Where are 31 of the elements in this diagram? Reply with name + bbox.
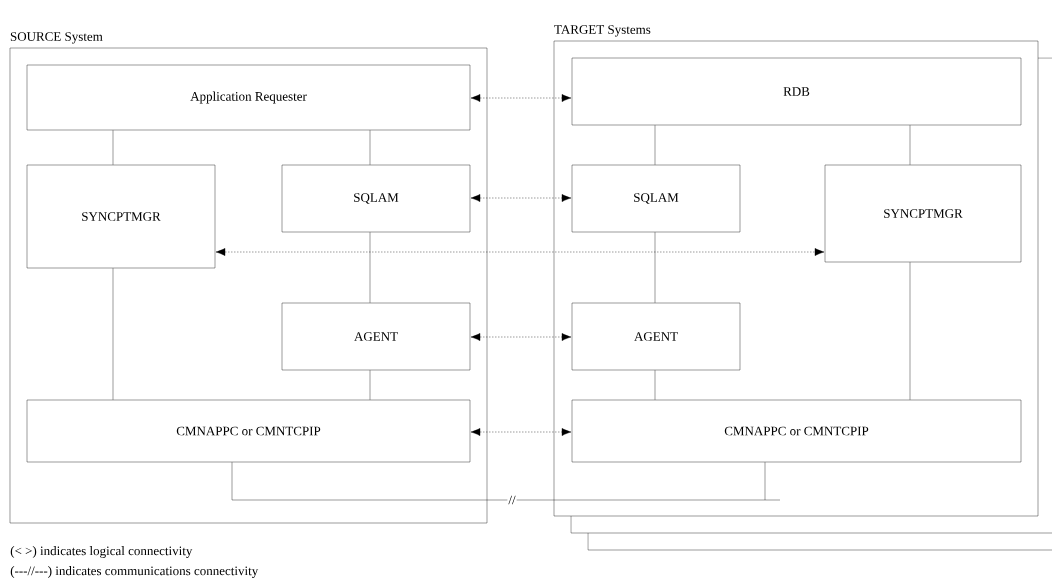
connector-line: [369, 232, 371, 303]
connector-line: [909, 262, 911, 400]
line-break-mark: //: [508, 495, 516, 505]
component-box: CMNAPPC or CMNTCPIP: [571, 399, 1022, 463]
component-box: Application Requester: [26, 64, 471, 131]
logical-connection-arrow: [470, 333, 572, 341]
connector-line: [909, 125, 911, 165]
communication-line: [231, 462, 781, 501]
connector-line: [369, 130, 371, 165]
component-box: SYNCPTMGR: [26, 164, 216, 269]
connector-line: [112, 130, 114, 165]
component-box: SYNCPTMGR: [824, 164, 1022, 263]
component-box: SQLAM: [571, 164, 741, 233]
logical-connection-arrow: [470, 194, 572, 202]
connector-line: [654, 125, 656, 165]
component-box: SQLAM: [281, 164, 471, 233]
connector-line: [112, 268, 114, 400]
logical-connection-arrow: [470, 94, 572, 102]
node-label: TARGET Systems: [554, 25, 651, 37]
logical-connection-arrow: [470, 428, 572, 436]
connector-line: [369, 370, 371, 400]
component-box: AGENT: [281, 302, 471, 371]
legend-note: (---//---) indicates communications connectivity: [10, 566, 259, 578]
connector-line: [654, 232, 656, 303]
connector-line: [654, 370, 656, 400]
component-box: RDB: [571, 57, 1022, 126]
component-box: AGENT: [571, 302, 741, 371]
node-label: SOURCE System: [10, 32, 103, 44]
component-box: CMNAPPC or CMNTCPIP: [26, 399, 471, 463]
legend-note: (< >) indicates logical connectivity: [10, 546, 193, 558]
logical-connection-arrow: [215, 248, 825, 256]
